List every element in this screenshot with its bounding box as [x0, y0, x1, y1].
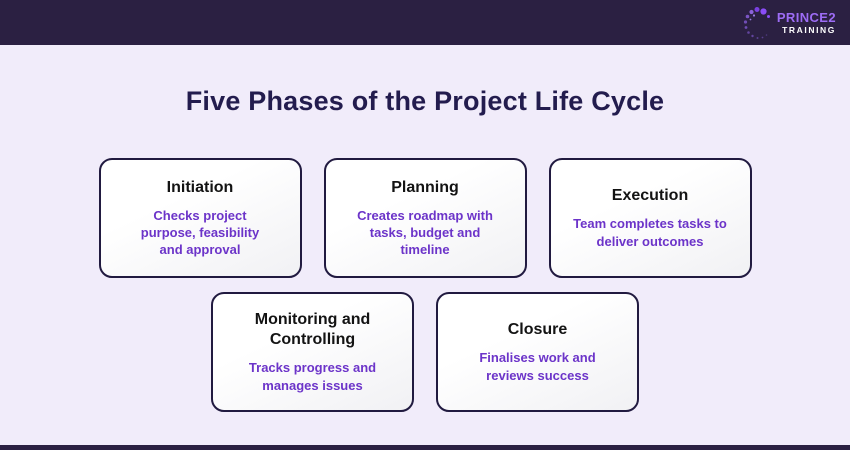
card-monitoring-and-controlling: Monitoring and Controlling Tracks progre…	[211, 292, 414, 412]
footer-bar	[0, 445, 850, 450]
logo-subtitle: TRAINING	[782, 24, 836, 35]
card-title: Execution	[611, 187, 689, 205]
card-description: Team completes tasks to deliver outcomes	[573, 216, 727, 249]
card-execution: Execution Team completes tasks to delive…	[548, 158, 752, 278]
header-bar: PRINCE2 TRAINING	[0, 0, 850, 45]
card-closure: Closure Finalises work and reviews succe…	[436, 292, 639, 412]
page-title: Five Phases of the Project Life Cycle	[185, 86, 665, 116]
card-description: Creates roadmap with tasks, budget and t…	[357, 207, 493, 258]
phase-cards: Initiation Checks project purpose, feasi…	[95, 158, 755, 412]
prince2-logo: PRINCE2 TRAINING	[741, 5, 836, 41]
card-initiation: Initiation Checks project purpose, feasi…	[98, 158, 302, 278]
logo-dots-icon	[743, 6, 770, 39]
logo-brand: PRINCE2	[776, 9, 836, 25]
card-description: Tracks progress and manages issues	[248, 360, 377, 393]
card-title: Initiation	[166, 178, 234, 196]
card-title: Monitoring and Controlling	[254, 311, 371, 349]
card-description: Checks project purpose, feasibility and …	[140, 207, 260, 258]
logo-text: PRINCE2 TRAINING	[777, 11, 836, 35]
card-planning: Planning Creates roadmap with tasks, bud…	[323, 158, 527, 278]
card-title: Planning	[391, 178, 459, 196]
card-description: Finalises work and reviews success	[479, 350, 596, 383]
card-title: Closure	[507, 321, 568, 339]
